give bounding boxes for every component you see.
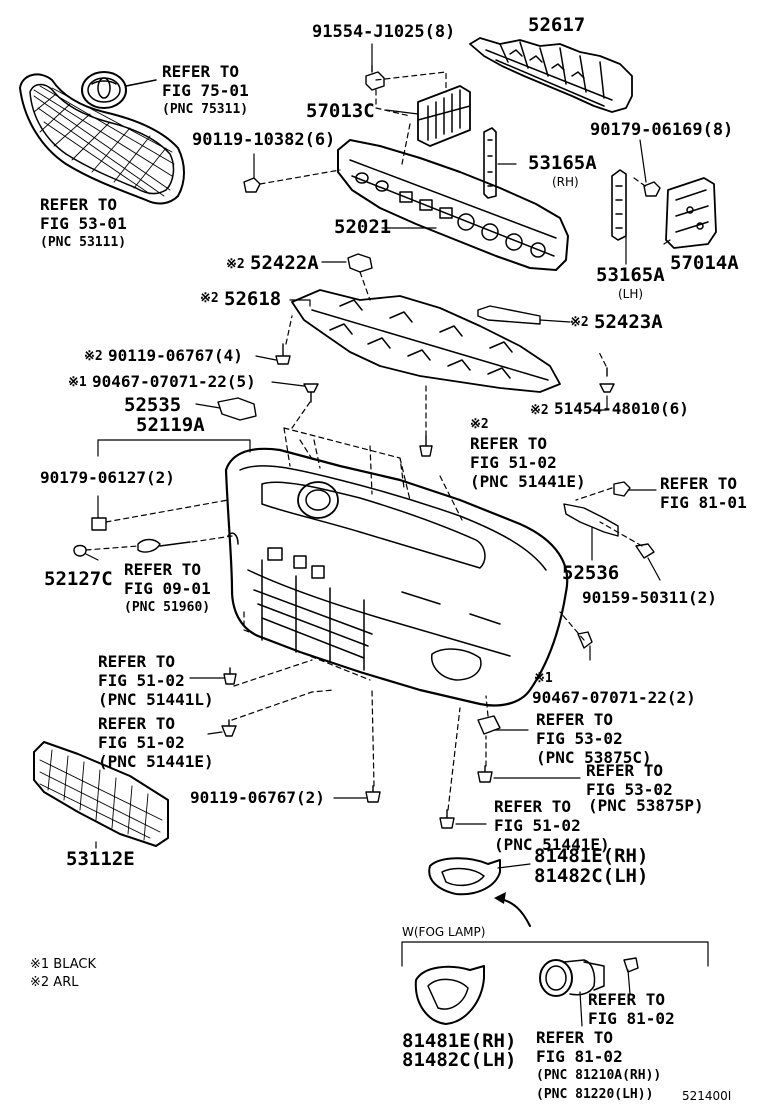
bracket-57013c [417,85,471,147]
refer-fig-81-02-b[interactable]: REFER TO FIG 81-02 (PNC 81210A(RH)) (PNC… [536,1028,662,1102]
bracket-53165a-lh [611,169,627,241]
mark-90467-2: ※1 [534,671,553,686]
label-rh: (RH) [552,175,579,189]
label-90119-06767-4: 90119-06767(4) [108,346,243,365]
label-52618: 52618 [224,288,282,310]
label-90119-06767-2: 90119-06767(2) [190,788,325,807]
mark-refer-51-02-a: ※2 [470,417,489,432]
refer-fig-53-02-c[interactable]: REFER TO FIG 53-02 (PNC 53875C) [536,710,652,767]
pnc-53875p: (PNC 53875P) [588,796,704,815]
mark-90467-5: ※1 [68,375,87,390]
refer-fig-51-02-a[interactable]: REFER TO FIG 51-02 (PNC 51441E) [470,434,586,491]
label-81482c-upper: 81482C(LH) [534,865,649,887]
bumper-cover-52119a [224,447,569,707]
fog-cover-lower [414,965,485,1025]
mark-52423a: ※2 [570,315,589,330]
mark-51454: ※2 [530,403,549,418]
label-90159-50311: 90159-50311(2) [582,588,717,607]
refer-fig-75-01[interactable]: REFER TO FIG 75-01 (PNC 75311) [162,62,249,117]
label-lh: (LH) [618,287,644,301]
label-81481e-upper: 81481E(RH) [534,845,649,867]
label-53112e: 53112E [66,848,135,870]
label-52119a: 52119A [136,414,205,436]
label-57013c: 57013C [306,100,375,122]
undercover-52618 [291,289,561,393]
label-52535: 52535 [124,394,182,416]
label-81482c-lower: 81482C(LH) [402,1049,517,1071]
mark-52422a: ※2 [226,257,245,272]
fog-lamp-illustration [539,959,605,997]
label-90467-07071-22-2: 90467-07071-22(2) [532,688,696,707]
refer-fig-09-01[interactable]: REFER TO FIG 09-01 (PNC 51960) [124,560,211,615]
emblem-illustration [81,71,157,109]
refer-fig-51-02-e[interactable]: REFER TO FIG 51-02 (PNC 51441E) [98,714,214,771]
label-57014a: 57014A [670,252,739,274]
label-53165a-rh: 53165A [528,152,597,174]
leader-lines [85,43,671,1027]
bracket-57014a [665,177,717,249]
label-81481e-lower: 81481E(RH) [402,1030,517,1052]
figure-code: 521400I [682,1089,732,1103]
label-52021: 52021 [334,216,392,238]
label-91554-j1025: 91554-J1025(8) [312,22,456,42]
fog-cover-upper [428,857,501,896]
fasteners [73,65,661,973]
refer-fig-51-02-b[interactable]: REFER TO FIG 51-02 (PNC 51441E) [494,797,610,854]
label-90467-5: 90467-07071-22(5) [92,372,256,391]
label-52422a: 52422A [250,252,319,274]
lower-grille-53112e [33,741,169,847]
fog-lamp-label: W(FOG LAMP) [402,925,486,939]
label-52536: 52536 [562,562,620,584]
bracket-53165a-rh [483,127,497,199]
radiator-grille-illustration [19,73,185,205]
fog-bracket [401,941,709,967]
legend-arl: ※2 ARL [30,975,79,990]
label-52617: 52617 [528,14,586,36]
refer-fig-81-02-a[interactable]: REFER TO FIG 81-02 [588,990,675,1028]
label-90179-06169: 90179-06169(8) [590,120,734,140]
label-52423a: 52423A [594,311,663,333]
label-90119-10382: 90119-10382(6) [192,130,336,150]
label-51454-48010: 51454-48010(6) [554,399,689,418]
refer-fig-51-02-l[interactable]: REFER TO FIG 51-02 (PNC 51441L) [98,652,214,709]
upper-retainer-52617 [469,37,633,113]
mark-90119-06767-4: ※2 [84,349,103,364]
label-90179-06127: 90179-06127(2) [40,468,175,487]
reinforcement-52021 [337,139,569,271]
label-52127c: 52127C [44,568,113,590]
legend-black: ※1 BLACK [30,957,97,972]
label-53165a-lh: 53165A [596,264,665,286]
refer-fig-53-01[interactable]: REFER TO FIG 53-01 (PNC 53111) [40,195,127,250]
dashed-lines [85,71,649,811]
refer-fig-81-01[interactable]: REFER TO FIG 81-01 [660,474,747,512]
refer-fig-53-02-p[interactable]: REFER TO FIG 53-02 [586,761,673,799]
mark-52618: ※2 [200,291,219,306]
